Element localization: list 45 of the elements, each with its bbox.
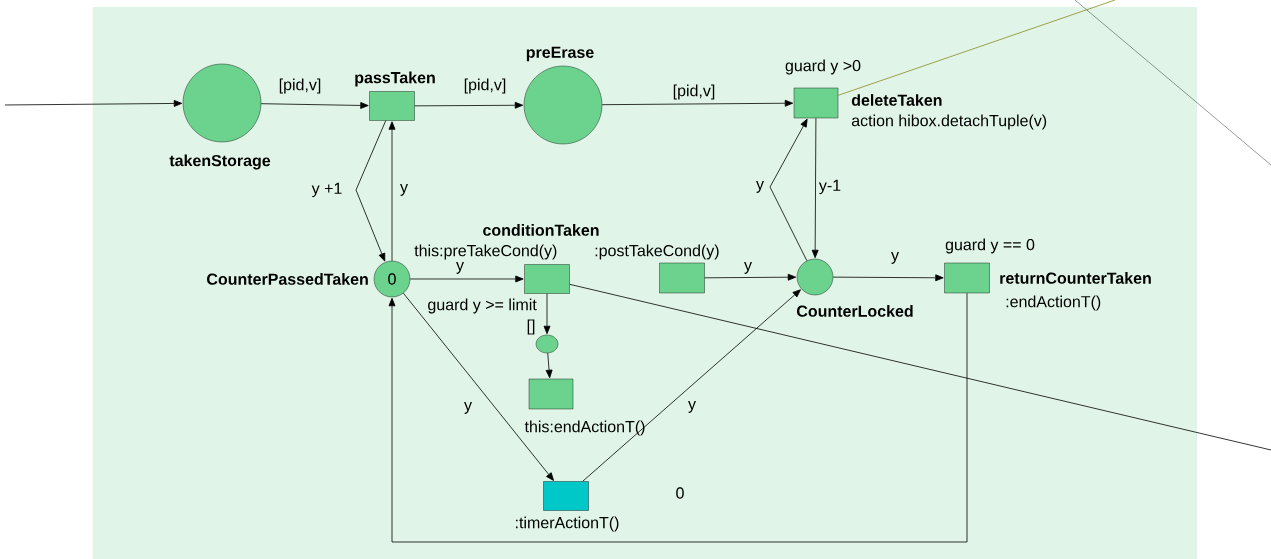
arrow: [769, 118, 808, 262]
arrow: [601, 99, 794, 107]
arrow: [543, 293, 551, 335]
arrow: [832, 274, 944, 282]
edge-label: 0: [674, 486, 686, 500]
arrow: [811, 117, 819, 259]
edge-label: y: [463, 401, 473, 415]
inscription: :endActionT(): [1006, 295, 1101, 311]
node-name: preErase: [526, 46, 594, 62]
node-name: deleteTaken: [851, 94, 942, 106]
edge-label: y: [399, 183, 409, 197]
edge-label: []: [525, 318, 537, 336]
node-name: CounterLocked: [797, 305, 913, 317]
inscription: guard y >0: [785, 59, 861, 75]
arrow: [260, 102, 369, 109]
arrow: [409, 275, 524, 283]
arrow: [414, 101, 524, 109]
inscription: this:preTakeCond(y): [414, 244, 557, 260]
edge-label: y: [755, 180, 765, 194]
inscription: guard y >= limit: [428, 298, 537, 314]
arrow: [403, 292, 554, 481]
edge-label: y: [743, 261, 753, 275]
inscription: guard y == 0: [945, 238, 1035, 254]
inscription: this:endActionT(): [524, 420, 645, 436]
arrow: [388, 292, 968, 543]
inscription: :postTakeCond(y): [595, 244, 719, 260]
arrow: [704, 273, 797, 281]
connector-line: [569, 283, 1271, 451]
node-name: conditionTaken: [483, 224, 599, 236]
connector-line: [837, 0, 1116, 96]
place-circle: [535, 334, 559, 354]
inscription: :timerActionT(): [516, 516, 619, 532]
edge-label: y: [455, 261, 465, 275]
node-name: passTaken: [355, 71, 435, 87]
arrow: [355, 120, 387, 262]
arrow: [545, 352, 553, 379]
arrow: [582, 289, 801, 482]
edge-label: y: [687, 400, 697, 414]
node-name: returnCounterTaken: [1000, 272, 1151, 284]
node-name: CounterPassedTaken: [207, 273, 368, 285]
arrow: [388, 121, 396, 262]
node-name: takenStorage: [169, 154, 271, 170]
inscription: action hibox.detachTuple(v): [851, 114, 1047, 130]
arrow: [4, 100, 183, 107]
edge-label: y: [890, 251, 900, 265]
